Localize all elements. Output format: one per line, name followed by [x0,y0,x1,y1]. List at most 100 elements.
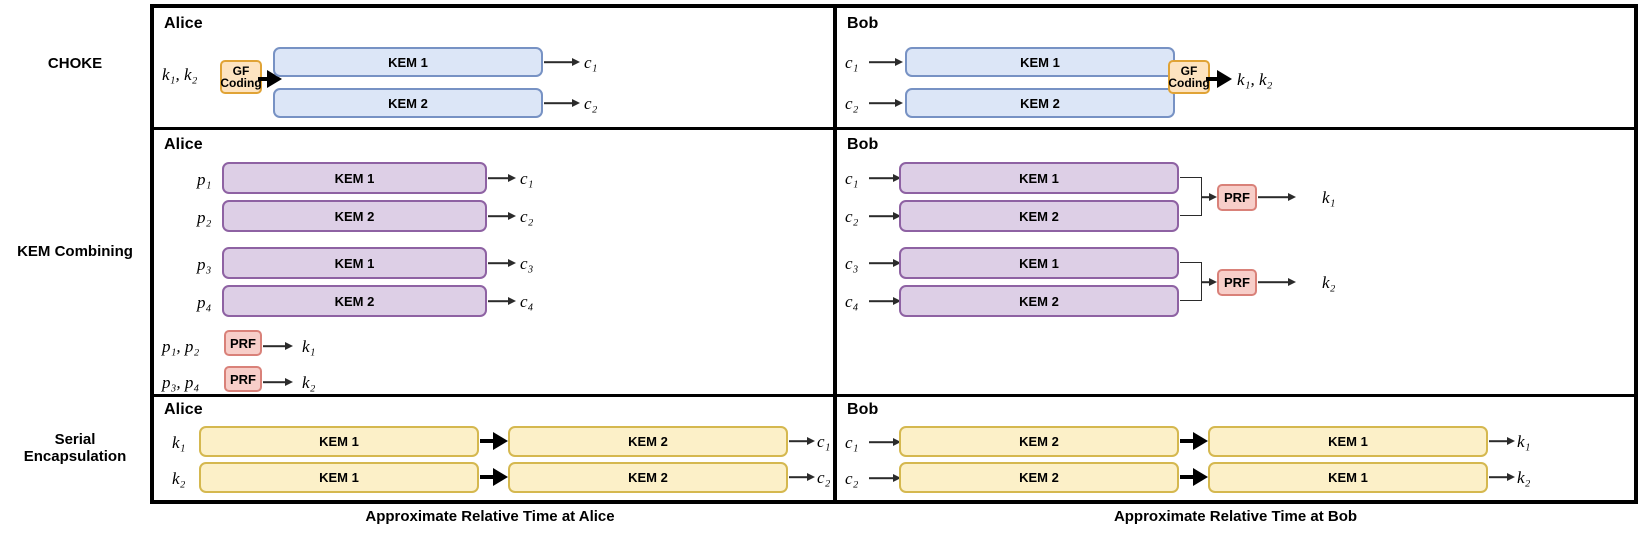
serial-bob-kem1-box-row2: KEM 1 [1208,462,1488,493]
arrow-choke-bob-c1-in [869,53,903,71]
arrow-bob-gf-to-keys [1206,70,1232,88]
arrow-serial-bob-k2 [1489,468,1515,486]
gf-coding-line1: GF [232,64,250,78]
arrow-combining-bob-k1 [1258,188,1296,206]
combining-alice-input-p1: p₁ [197,170,212,189]
serial-alice-kem1-box-row1: KEM 1 [199,426,479,457]
combining-alice-output-c2: c₂ [520,207,534,226]
row-label-serial-encapsulation: Serial Encapsulation [0,431,150,466]
serial-alice-kem1-box-row2: KEM 1 [199,462,479,493]
serial-alice-output-c1: c₁ [817,432,831,451]
arrow-choke-bob-c2-in [869,94,903,112]
gf-coding-chip-alice: GF Coding [220,60,262,94]
kem-combining-alice-panel: Alice p₁ KEM 1 c₁ p₂ KEM 2 c₂ p₃ KEM 1 c… [154,130,833,394]
row-label-serial-line2: Encapsulation [23,448,127,466]
arrow-choke-alice-c2 [544,94,580,112]
choke-alice-output-c2: c₂ [584,94,598,113]
serial-alice-kem2-box-row1: KEM 2 [508,426,788,457]
arrow-combining-alice-c4 [488,292,516,310]
arrow-choke-alice-c1 [544,53,580,71]
serial-bob-input-c1: c₁ [845,433,859,452]
combining-bob-kem2-box-b: KEM 2 [899,285,1179,317]
prf-chip-bob-2: PRF [1217,269,1257,296]
arrow-combining-bob-c4-in [869,292,901,310]
serial-bob-kem1-box-row1: KEM 1 [1208,426,1488,457]
combining-alice-prf2-input: p₃, p₄ [162,373,200,392]
serial-bob-input-c2: c₂ [845,469,859,488]
arrow-serial-bob-c2-in [869,469,901,487]
serial-bob-kem2-box-row1: KEM 2 [899,426,1179,457]
arrow-serial-bob-k1 [1489,432,1515,450]
alice-bob-divider [833,8,837,500]
gf-coding-line2: Coding [220,76,262,90]
combining-bob-output-k2: k₂ [1322,273,1336,292]
gf-coding-line2: Coding [1168,76,1210,90]
row-divider-1 [154,127,1634,130]
gf-coding-chip-bob: GF Coding [1168,60,1210,94]
combining-bob-input-c4: c₄ [845,292,859,311]
prf-chip-bob-1: PRF [1217,184,1257,211]
row-label-serial-line1: Serial [54,431,96,448]
gf-coding-line1: GF [1180,64,1198,78]
arrow-serial-alice-row2-chain [480,468,508,486]
serial-bob-panel: Bob c₁ KEM 2 KEM 1 k₁ c₂ KEM 2 KEM 1 [837,397,1634,504]
serial-alice-panel: Alice k₁ KEM 1 KEM 2 c₁ k₂ KEM 1 KEM 2 c… [154,397,833,504]
combining-bob-output-k1: k₁ [1322,188,1336,207]
choke-bob-kem2-box: KEM 2 [905,88,1175,118]
merge-bracket-bob-1 [1180,177,1202,216]
merge-bracket-bob-2 [1180,262,1202,301]
serial-alice-input-k1: k₁ [172,433,186,452]
arrow-serial-bob-row2-chain [1180,468,1208,486]
combining-bob-kem1-box-a: KEM 1 [899,162,1179,194]
axis-caption-bob: Approximate Relative Time at Bob [1113,508,1358,525]
arrow-combining-bob-c2-in [869,207,901,225]
party-name-alice: Alice [164,15,203,32]
combining-alice-output-c1: c₁ [520,169,534,188]
choke-bob-output-k1k2: k₁, k₂ [1237,70,1273,89]
arrow-serial-alice-c2 [789,468,815,486]
arrow-bracket-to-prf-1 [1201,188,1217,206]
choke-alice-output-c1: c₁ [584,53,598,72]
combining-bob-kem2-box-a: KEM 2 [899,200,1179,232]
arrow-serial-alice-c1 [789,432,815,450]
combining-alice-output-c4: c₄ [520,292,534,311]
arrow-combining-alice-c2 [488,207,516,225]
party-name-alice: Alice [164,401,203,418]
prf-chip-alice-2: PRF [224,366,262,392]
arrow-combining-bob-c3-in [869,254,901,272]
serial-bob-kem2-box-row2: KEM 2 [899,462,1179,493]
arrow-serial-alice-row1-chain [480,432,508,450]
combining-alice-output-c3: c₃ [520,254,534,273]
row-divider-2 [154,394,1634,397]
choke-alice-kem1-box: KEM 1 [273,47,543,77]
choke-bob-input-c1: c₁ [845,53,859,72]
serial-alice-input-k2: k₂ [172,469,186,488]
serial-bob-output-k2: k₂ [1517,468,1531,487]
combining-bob-input-c2: c₂ [845,207,859,226]
combining-alice-output-k1: k₁ [302,337,316,356]
choke-alice-kem2-box: KEM 2 [273,88,543,118]
arrow-serial-bob-row1-chain [1180,432,1208,450]
combining-alice-kem1-box-a: KEM 1 [222,162,487,194]
arrow-serial-bob-c1-in [869,433,901,451]
arrow-combining-alice-c1 [488,169,516,187]
combining-bob-input-c1: c₁ [845,169,859,188]
prf-chip-alice-1: PRF [224,330,262,356]
combining-bob-kem1-box-b: KEM 1 [899,247,1179,279]
party-name-bob: Bob [847,15,879,32]
choke-bob-input-c2: c₂ [845,94,859,113]
party-name-alice: Alice [164,136,203,153]
combining-alice-input-p4: p₄ [197,293,212,312]
arrow-combining-bob-k2 [1258,273,1296,291]
figure-frame: Alice k₁, k₂ GF Coding KEM 1 KEM 2 c₁ c₂… [150,4,1638,504]
row-label-choke: CHOKE [47,55,103,72]
choke-bob-panel: Bob c₁ c₂ KEM 1 KEM 2 GF Coding k₁, k₂ [837,8,1634,127]
combining-alice-input-p2: p₂ [197,208,212,227]
arrow-combining-alice-c3 [488,254,516,272]
arrow-combining-alice-k1 [263,337,293,355]
combining-alice-prf1-input: p₁, p₂ [162,337,200,356]
serial-alice-output-c2: c₂ [817,468,831,487]
arrow-combining-alice-k2 [263,373,293,391]
combining-alice-kem1-box-b: KEM 1 [222,247,487,279]
